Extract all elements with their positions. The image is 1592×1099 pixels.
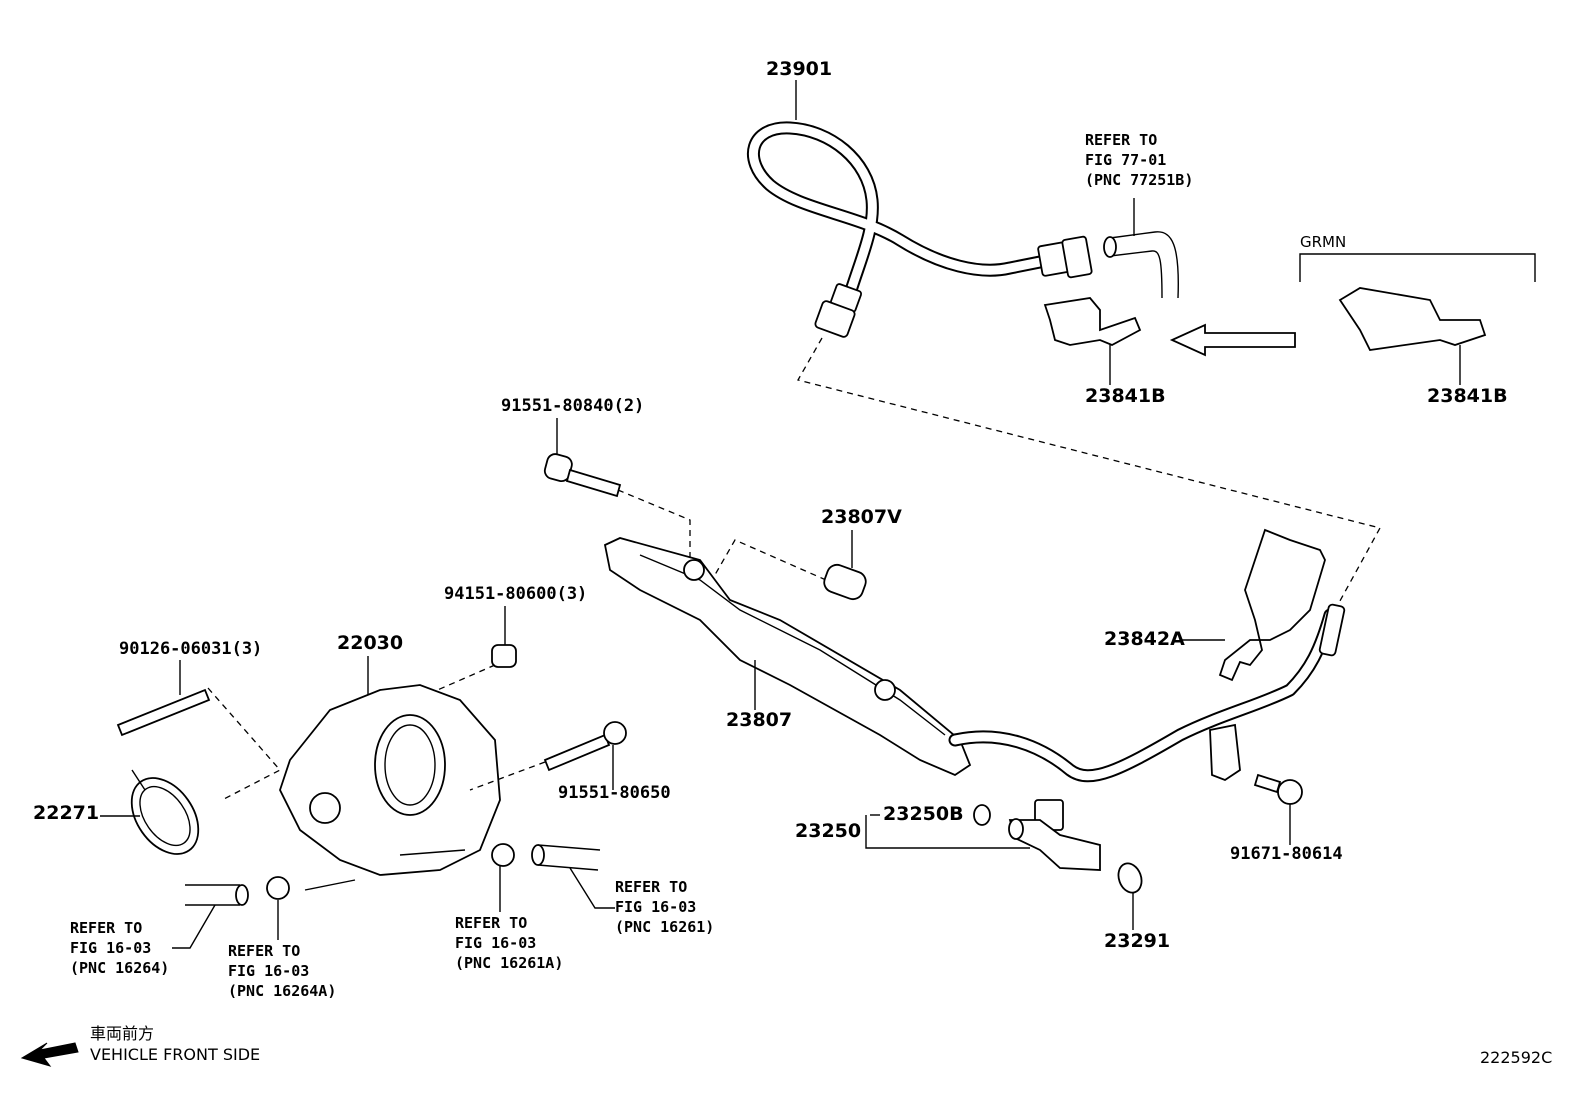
label-22271: 22271 bbox=[33, 802, 100, 824]
label-23841B-left: 23841B bbox=[1085, 385, 1166, 407]
clamp-16264A bbox=[266, 876, 290, 940]
grmn-bracket bbox=[1299, 253, 1536, 282]
gasket-22271 bbox=[100, 769, 200, 855]
label-grmn: GRMN bbox=[1300, 233, 1347, 251]
clamp-16261A bbox=[491, 843, 515, 912]
refer-line: (PNC 16264) bbox=[70, 959, 170, 977]
clip-23842A bbox=[1180, 528, 1326, 682]
refer-line: (PNC 16261) bbox=[615, 918, 715, 936]
refer-note-16261A: REFER TO FIG 16-03 (PNC 16261A) bbox=[455, 913, 563, 973]
throttle-body-22030 bbox=[279, 656, 501, 891]
bolt-91551-80840 bbox=[543, 418, 691, 560]
label-23250: 23250 bbox=[795, 820, 862, 842]
fuel-rail-23807 bbox=[603, 537, 972, 777]
bolt-91671-80614 bbox=[1253, 773, 1303, 845]
label-23841B-right: 23841B bbox=[1427, 385, 1508, 407]
seal-23291 bbox=[1117, 862, 1143, 930]
refer-line: FIG 16-03 bbox=[615, 898, 697, 916]
refer-note-16261: REFER TO FIG 16-03 (PNC 16261) bbox=[615, 877, 714, 937]
refer-line: REFER TO bbox=[70, 919, 143, 937]
label-91671-80614: 91671-80614 bbox=[1230, 844, 1343, 864]
label-23250B: 23250B bbox=[883, 803, 964, 825]
refer-line: REFER TO bbox=[615, 878, 688, 896]
refer-line: REFER TO bbox=[228, 942, 301, 960]
collar-23807V bbox=[711, 530, 867, 601]
refer-line: (PNC 16261A) bbox=[455, 954, 564, 972]
clip-23841B-left bbox=[1043, 297, 1142, 385]
figure-code: 222592C bbox=[1480, 1048, 1553, 1067]
label-91551-80840: 91551-80840(2) bbox=[501, 396, 645, 416]
clip-23841B-right bbox=[1338, 287, 1487, 385]
injector-23250 bbox=[865, 799, 1101, 871]
refer-line: FIG 16-03 bbox=[228, 962, 310, 980]
vehicle-front-arrow-icon bbox=[20, 1042, 79, 1067]
refer-line: (PNC 16264A) bbox=[228, 982, 337, 1000]
label-23807: 23807 bbox=[726, 709, 793, 731]
refer-hose-77 bbox=[1103, 198, 1180, 299]
refer-note-16264A: REFER TO FIG 16-03 (PNC 16264A) bbox=[228, 941, 336, 1001]
label-23901: 23901 bbox=[766, 58, 833, 80]
direction-jp: 車両前方 bbox=[90, 1024, 155, 1043]
label-90126-06031: 90126-06031(3) bbox=[119, 639, 263, 659]
fuel-hose-23901 bbox=[747, 80, 1093, 338]
refer-line: FIG 16-03 bbox=[455, 934, 537, 952]
fuel-pipe bbox=[948, 603, 1346, 783]
hose-16261 bbox=[531, 844, 615, 909]
stud-90126 bbox=[116, 660, 282, 801]
refer-note-16264: REFER TO FIG 16-03 (PNC 16264) bbox=[70, 918, 169, 978]
refer-line: (PNC 77251B) bbox=[1085, 171, 1194, 189]
label-23291: 23291 bbox=[1104, 930, 1171, 952]
refer-note-77: REFER TO FIG 77-01 (PNC 77251B) bbox=[1085, 130, 1193, 190]
refer-line: REFER TO bbox=[1085, 131, 1158, 149]
bolt-91551-80650 bbox=[469, 721, 627, 791]
label-94151-80600: 94151-80600(3) bbox=[444, 584, 588, 604]
arrow-left-icon bbox=[1169, 323, 1296, 357]
label-91551-80650: 91551-80650 bbox=[558, 783, 671, 803]
refer-line: FIG 16-03 bbox=[70, 939, 152, 957]
hose-16264 bbox=[172, 884, 249, 949]
label-22030: 22030 bbox=[337, 632, 404, 654]
label-23842A: 23842A bbox=[1104, 628, 1185, 650]
direction-en: VEHICLE FRONT SIDE bbox=[90, 1045, 261, 1064]
refer-line: FIG 77-01 bbox=[1085, 151, 1167, 169]
label-23807V: 23807V bbox=[821, 506, 902, 528]
refer-line: REFER TO bbox=[455, 914, 528, 932]
